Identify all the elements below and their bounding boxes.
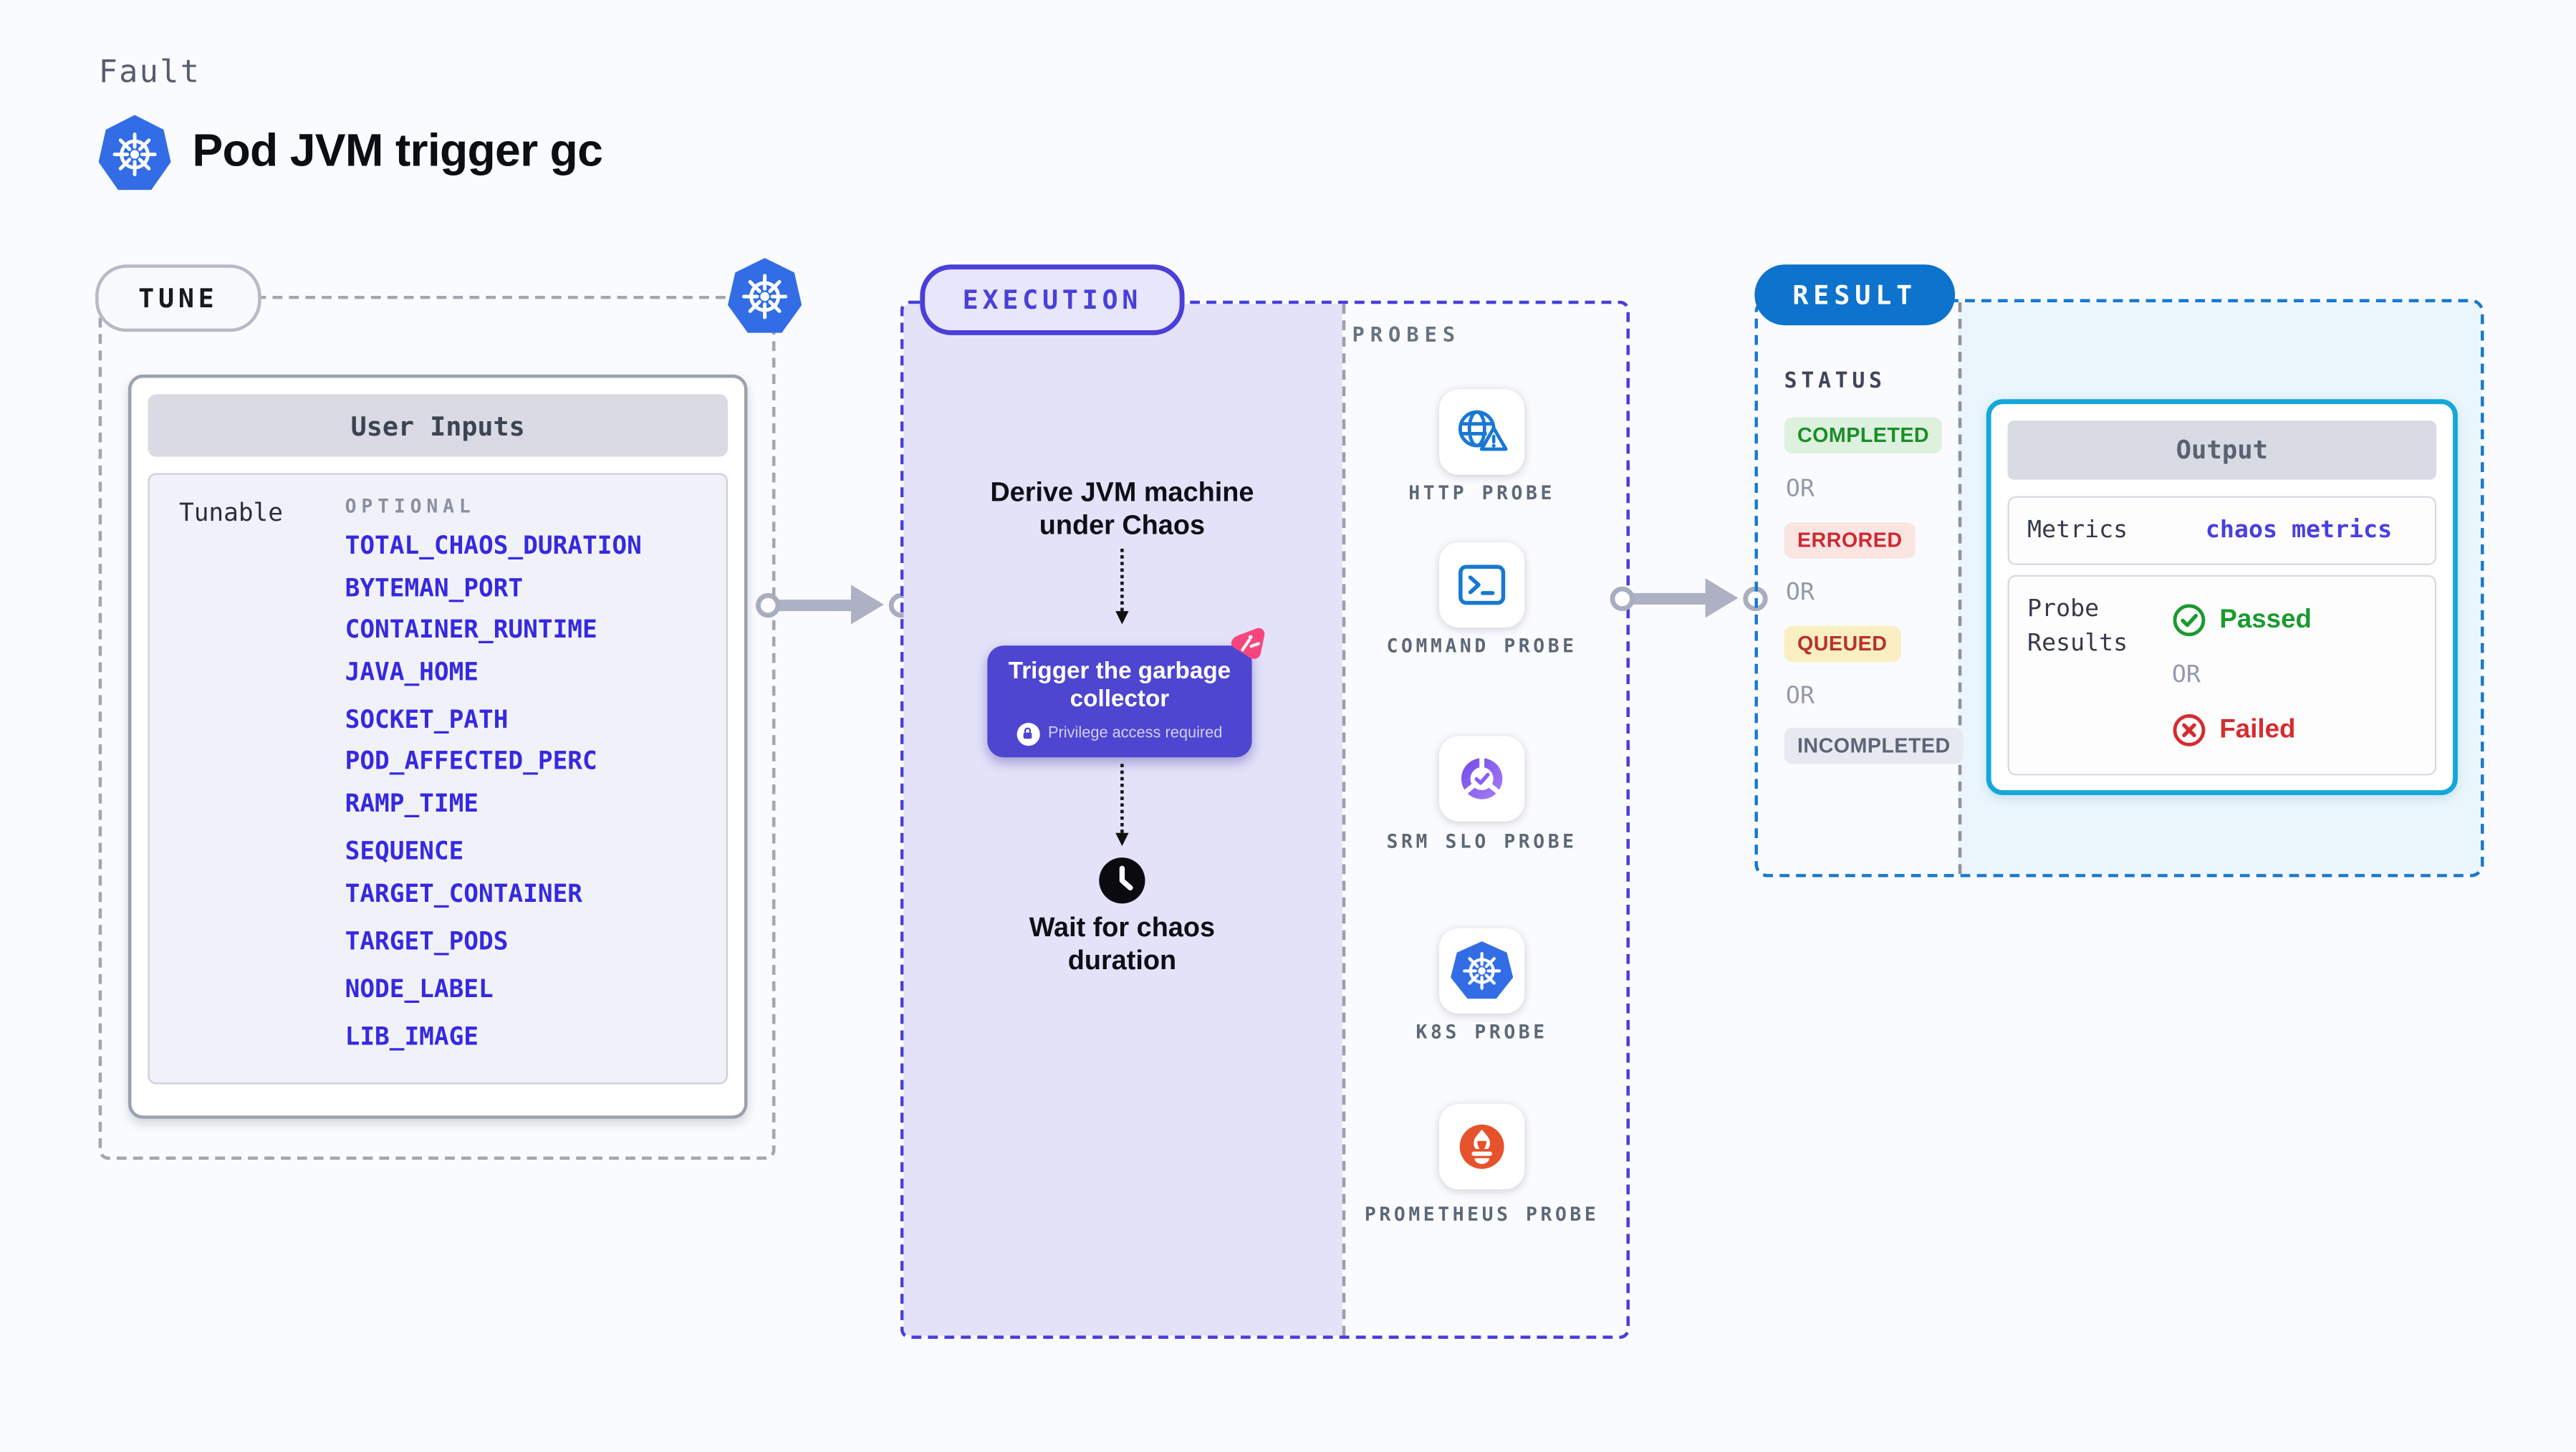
probes-panel-divider [1342,304,1346,1336]
globe-alert-icon [1458,410,1508,451]
param-link[interactable]: TARGET_CONTAINER [345,878,583,908]
wait-step-label: Wait for chaos duration [1029,913,1216,976]
lock-icon [1017,721,1040,746]
prometheus-probe-tile[interactable] [1439,1104,1525,1190]
helm-wheel-icon [112,131,157,176]
flow-connector [1119,548,1123,612]
user-inputs-title: User Inputs [148,394,728,457]
chaos-badge-icon [1231,628,1265,659]
flow-arrowhead-icon [1115,611,1128,625]
tune-section [98,295,776,1160]
status-chip-incompleted: INCOMPLETED [1784,727,1964,764]
derive-step-label: Derive JVM machine under Chaos [990,478,1254,540]
probe-results-label: Probe Results [2027,596,2128,658]
probe-label: K8S PROBE [1416,1020,1548,1044]
kubernetes-icon [98,115,171,191]
probe-label: PROMETHEUS PROBE [1364,1202,1600,1226]
param-link[interactable]: TARGET_PODS [345,925,509,956]
result-badge: RESULT [1754,264,1956,326]
terminal-icon [1458,564,1506,605]
param-link[interactable]: LIB_IMAGE [345,1021,479,1051]
or-label: OR [1785,580,1815,607]
kubernetes-icon [1451,941,1514,999]
metrics-row: Metrics chaos metrics [2007,496,2437,565]
optional-column-label: OPTIONAL [345,494,476,518]
result-divider [1958,302,1962,875]
param-link[interactable]: POD_AFFECTED_PERC [345,746,597,777]
param-link[interactable]: CONTAINER_RUNTIME [345,615,597,645]
execution-zone [903,304,1342,1336]
status-chip-errored: ERRORED [1784,522,1916,559]
clock-icon [1097,856,1147,913]
output-card: Output Metrics chaos metrics Probe Resul… [1986,399,2458,796]
tune-to-execution-arrow [755,583,914,626]
status-chip-completed: COMPLETED [1784,417,1943,453]
param-link[interactable]: SEQUENCE [345,836,464,866]
or-label: OR [2171,662,2201,688]
tunable-label: Tunable [178,497,283,528]
http-probe-tile[interactable] [1439,389,1525,475]
k8s-probe-tile[interactable] [1439,928,1525,1014]
x-circle-icon [2173,714,2206,746]
probe-label: SRM SLO PROBE [1386,830,1577,853]
status-chip-queued: QUEUED [1784,625,1900,663]
slo-donut-icon [1461,756,1503,799]
execution-section [900,300,1630,1340]
probe-label: HTTP PROBE [1408,481,1555,505]
execution-to-result-arrow [1610,577,1768,620]
param-link[interactable]: SOCKET_PATH [345,704,509,734]
check-circle-icon [2173,604,2206,637]
execution-badge: EXECUTION [920,264,1185,335]
param-link[interactable]: NODE_LABEL [345,973,494,1004]
metrics-label: Metrics [2027,517,2128,544]
flow-arrowhead-icon [1115,832,1128,847]
srm-slo-probe-tile[interactable] [1439,736,1525,822]
or-label: OR [1785,683,1815,710]
probe-results-row: Probe Results Passed OR Failed [2007,574,2437,776]
page-title: Pod JVM trigger gc [192,125,603,176]
param-link[interactable]: JAVA_HOME [345,656,479,687]
probes-label: PROBES [1352,322,1461,347]
prometheus-icon [1459,1124,1504,1169]
failed-label: Failed [2219,715,2296,744]
trigger-gc-button[interactable]: Trigger the garbage collector Privilege … [987,628,1265,758]
trigger-gc-label: Trigger the garbage collector [1008,658,1231,713]
or-label: OR [1785,476,1815,503]
param-link[interactable]: TOTAL_CHAOS_DURATION [345,530,642,561]
metrics-value-link[interactable]: chaos metrics [2205,517,2393,544]
probe-label: COMMAND PROBE [1386,634,1577,658]
output-title: Output [2007,420,2437,480]
passed-label: Passed [2219,605,2312,634]
command-probe-tile[interactable] [1439,542,1525,628]
fault-eyebrow: Fault [98,54,201,91]
privilege-note: Privilege access required [1048,724,1223,743]
tunable-panel: Tunable OPTIONAL TOTAL_CHAOS_DURATION BY… [148,473,728,1085]
param-link[interactable]: RAMP_TIME [345,788,479,819]
user-inputs-card: User Inputs Tunable OPTIONAL TOTAL_CHAOS… [128,374,748,1119]
kubernetes-corner-icon [727,258,802,333]
param-link[interactable]: BYTEMAN_PORT [345,572,524,602]
tune-badge: TUNE [95,264,261,332]
status-label: STATUS [1784,370,1886,395]
flow-connector [1119,764,1123,833]
